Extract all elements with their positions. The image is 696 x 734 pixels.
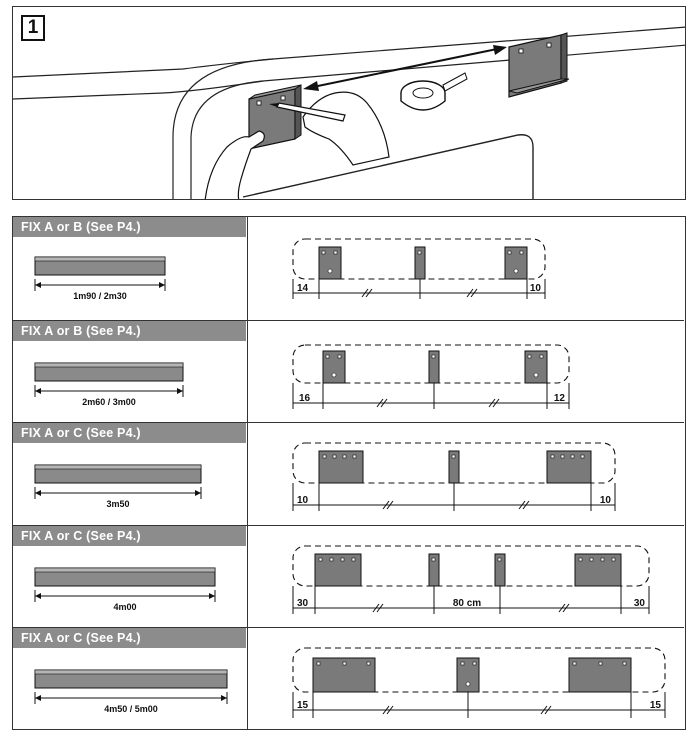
profile-length-drawing: 4m50 / 5m00 [34, 669, 228, 714]
table-row: FIX A or C (See P4.) 3m50 [13, 422, 684, 525]
fixing-layout-drawing: 14 10 [292, 238, 546, 299]
fix-label: FIX A or B (See P4.) [13, 320, 246, 341]
measure-arrow [303, 45, 507, 91]
left-offset: 10 [297, 495, 309, 506]
fixing-layout-drawing: 10 10 [292, 442, 616, 511]
fix-label: FIX A or B (See P4.) [13, 217, 246, 237]
profile-cell: FIX A or C (See P4.) 4m00 [13, 525, 248, 627]
cabinet-corner-outer [172, 58, 274, 199]
right-offset: 15 [650, 700, 662, 711]
profile-length-drawing: 3m50 [34, 464, 202, 509]
step-number: 1 [21, 15, 45, 41]
table-row: FIX A or C (See P4.) 4m00 [13, 524, 684, 627]
hand-icon [204, 91, 390, 199]
tape-measure-icon [400, 72, 468, 111]
length-label: 3m50 [106, 499, 129, 509]
left-offset: 30 [297, 598, 309, 609]
fixing-layout-drawing: 15 15 [292, 647, 666, 718]
profile-cell: FIX A or C (See P4.) 3m50 [13, 423, 248, 525]
length-label: 4m00 [113, 602, 136, 612]
profile-cell: FIX A or B (See P4.) 2m60 / 3m00 [13, 320, 248, 422]
length-label: 2m60 / 3m00 [82, 397, 136, 407]
profile-length-drawing: 4m00 [34, 567, 216, 612]
profile-length-drawing: 1m90 / 2m30 [34, 256, 166, 301]
fixing-layout-drawing: 16 12 [292, 343, 570, 409]
length-label: 4m50 / 5m00 [104, 704, 158, 714]
bracket-icon [508, 32, 570, 98]
fix-label: FIX A or C (See P4.) [13, 423, 246, 443]
fixing-layout-drawing: 30 80 cm 30 [292, 544, 650, 614]
left-offset: 14 [297, 283, 309, 294]
right-offset: 10 [600, 495, 612, 506]
length-label: 1m90 / 2m30 [73, 291, 127, 301]
cabinet-door-edge [242, 134, 534, 199]
profile-cell: FIX A or B (See P4.) 1m90 / 2m30 [13, 217, 248, 320]
step-1-illustration-panel: 1 [12, 6, 686, 200]
fix-label: FIX A or C (See P4.) [13, 628, 246, 648]
mounting-table: FIX A or B (See P4.) 1m90 / 2m30 [12, 216, 686, 730]
wall-top-line [13, 26, 685, 78]
center-spacing-label: 80 cm [453, 598, 481, 609]
left-offset: 15 [297, 700, 309, 711]
profile-cell: FIX A or C (See P4.) 4m50 / 5m00 [13, 628, 248, 730]
left-offset: 16 [299, 393, 311, 404]
fix-label: FIX A or C (See P4.) [13, 525, 246, 546]
table-row: FIX A or B (See P4.) 2m60 / 3m00 [13, 319, 684, 422]
cabinet-corner-inner [190, 80, 264, 199]
table-row: FIX A or C (See P4.) 4m50 / 5m00 [13, 627, 684, 730]
right-offset: 12 [554, 393, 566, 404]
wall-marking-illustration [13, 26, 685, 199]
profile-length-drawing: 2m60 / 3m00 [34, 362, 184, 407]
table-row: FIX A or B (See P4.) 1m90 / 2m30 [13, 217, 684, 320]
right-offset: 30 [634, 598, 646, 609]
right-offset: 10 [530, 283, 542, 294]
pencil-icon [269, 102, 346, 122]
